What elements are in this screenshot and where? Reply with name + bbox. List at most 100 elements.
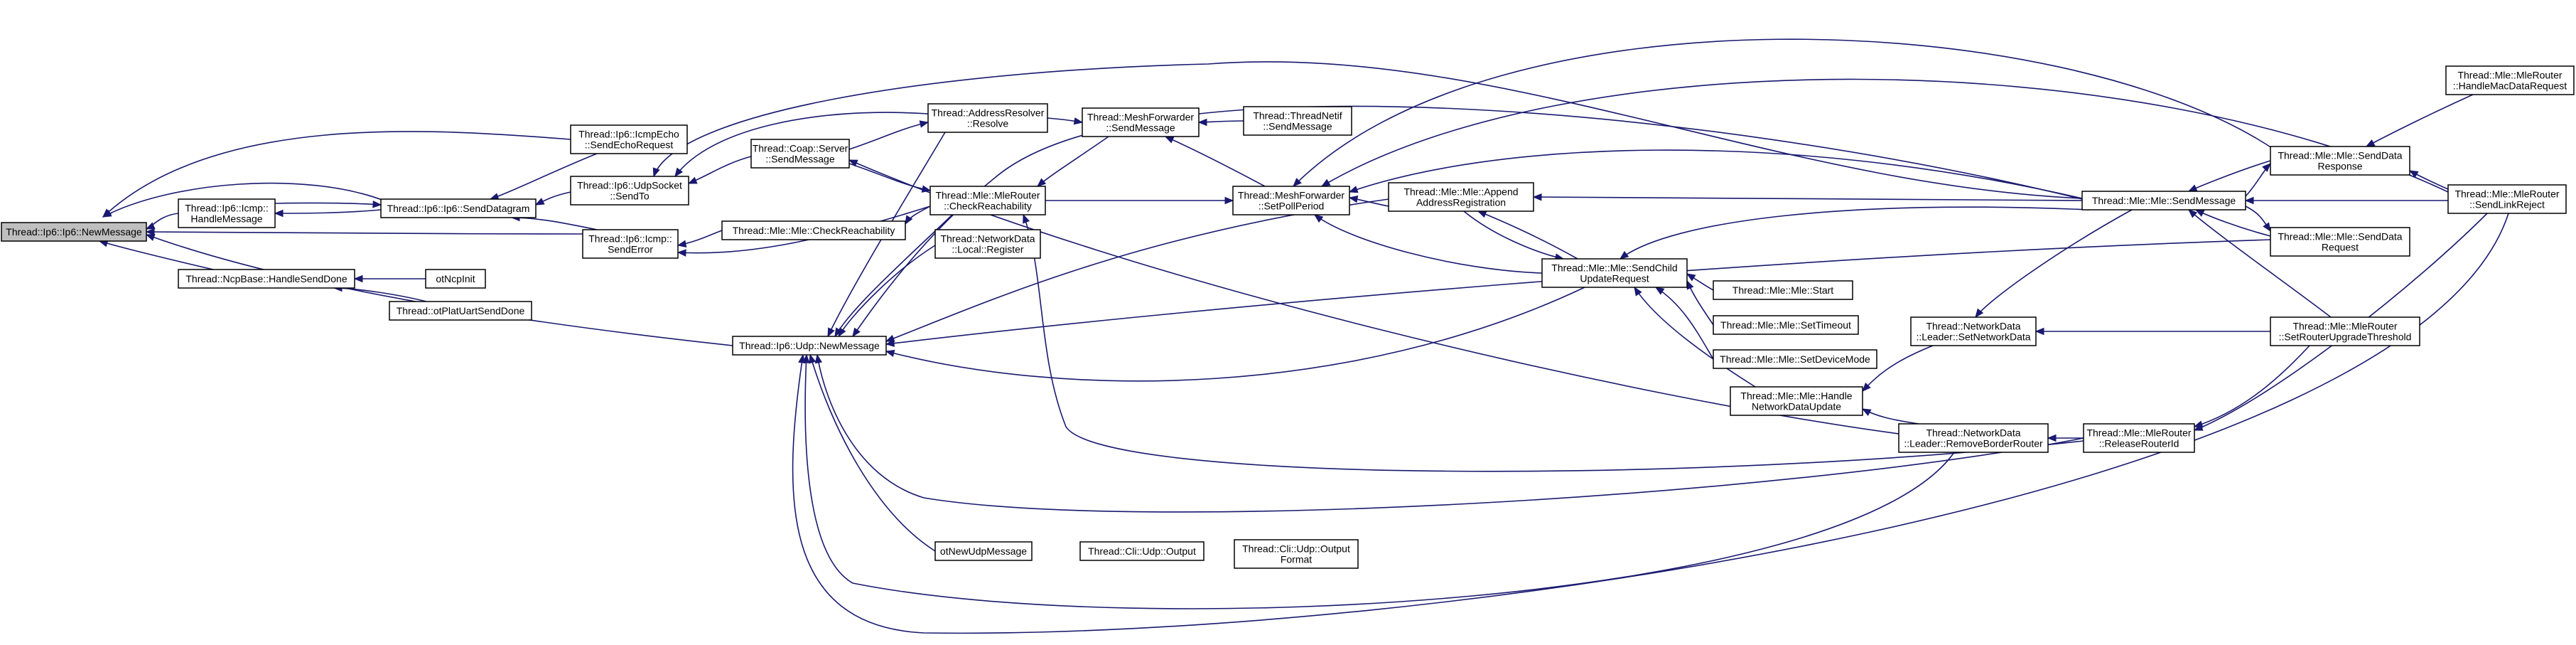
edge-newmessage-udp_newmessage [146, 234, 733, 346]
node-mle-handlenetdata[interactable]: Thread::Mle::Mle::HandleNetworkDataUpdat… [1730, 386, 1863, 416]
node-label-line: AddressRegistration [1416, 197, 1506, 208]
node-ncp-handlesenddone[interactable]: Thread::NcpBase::HandleSendDone [178, 269, 355, 289]
edge-udp_newmessage-otnewudpmessage [809, 354, 936, 552]
node-icmp-senderror[interactable]: Thread::Ip6::Icmp::SendError [582, 229, 679, 259]
edge-mle_senddataresponse-mleroute_handlemacdata [2366, 94, 2474, 147]
edge-arrowhead [677, 240, 687, 247]
node-box [1713, 349, 1877, 369]
edge-arrowhead [1477, 210, 1487, 218]
node-label-line: Thread::Cli::Udp::Output [1088, 545, 1196, 557]
node-newmessage[interactable]: Thread::Ip6::Ip6::NewMessage [1, 222, 147, 242]
edge-arrowhead [652, 167, 660, 178]
node-meshfwd-setpollperiod[interactable]: Thread::MeshForwarder::SetPollPeriod [1232, 186, 1350, 215]
node-mleroute-releaserouterid[interactable]: Thread::Mle::MleRouter::ReleaseRouterId [2083, 423, 2195, 453]
edge-udp_newmessage-mleroute_sendlinkreject [792, 213, 2509, 634]
edge-newmessage-senddatagram [102, 182, 384, 218]
edge-arrowhead [1654, 287, 1665, 295]
node-icmpecho[interactable]: Thread::Ip6::IcmpEcho::SendEchoRequest [570, 124, 688, 154]
edge-arrowhead [2047, 434, 2057, 442]
edge-arrowhead [674, 167, 684, 178]
edge-mle_sendchildupdate-mle_appendaddr [1463, 210, 1564, 260]
edge-udp_newmessage-netdata_local_register [838, 245, 936, 337]
edge-udp_newmessage-netdata_leader_removebr [804, 354, 1955, 609]
node-box [2270, 227, 2410, 257]
node-box [2270, 146, 2410, 176]
node-otncpinit[interactable]: otNcpInit [425, 269, 486, 289]
node-mleroute-sendlinkreject[interactable]: Thread::Mle::MleRouter::SendLinkReject [2447, 184, 2567, 214]
call-graph-nodes: Thread::Ip6::Ip6::NewMessageThread::Ip6:… [1, 65, 2575, 569]
edge-meshfwd_setpollperiod-mle_sendmessage [1349, 149, 2083, 199]
node-label-line: Request [2322, 242, 2359, 253]
node-cli-udp-output[interactable]: Thread::Cli::Udp::Output [1079, 541, 1205, 561]
edge-arrowhead [848, 159, 858, 167]
node-label-line: Thread::Cli::Udp::Output [1242, 543, 1350, 555]
node-box [2270, 316, 2420, 346]
edge-coap_sendmessage-mleroute_checkreach [848, 163, 931, 191]
node-coap-sendmessage[interactable]: Thread::Coap::Server::SendMessage [750, 139, 850, 169]
node-icmp-handle[interactable]: Thread::Ip6::Icmp::HandleMessage [178, 198, 276, 228]
node-box [1730, 386, 1863, 416]
node-label-line: Thread::Mle::MleRouter [2292, 321, 2397, 332]
edge-arrowhead [1862, 383, 1871, 392]
node-box [389, 301, 532, 321]
edge-arrowhead [2193, 420, 2204, 428]
edge-arrowhead [102, 208, 112, 218]
node-netdata-leader-removebr[interactable]: Thread::NetworkData::Leader::RemoveBorde… [1898, 423, 2049, 453]
node-meshfwd-sendmessage[interactable]: Thread::MeshForwarder::SendMessage [1082, 107, 1200, 137]
edge-icmp_senderror-mleroute_checkreach [677, 206, 931, 254]
node-box [1388, 182, 1534, 212]
edge-arrowhead [145, 233, 156, 241]
edge-mle_handlenetdata-netdata_leader_removebr [1862, 408, 1919, 425]
node-label-line: Thread::Mle::Mle::SendData [2278, 231, 2402, 242]
edge-udpsocket_sendto-addrresolver [674, 112, 929, 177]
node-mle-setdevicemode[interactable]: Thread::Mle::Mle::SetDeviceMode [1713, 349, 1877, 369]
node-otnewudpmessage[interactable]: otNewUdpMessage [934, 541, 1033, 561]
node-mle-start[interactable]: Thread::Mle::Mle::Start [1713, 280, 1853, 300]
node-netdata-local-register[interactable]: Thread::NetworkData::Local::Register [934, 229, 1041, 259]
node-box [570, 176, 689, 206]
edge-mle_appendaddr-mle_sendmessage [1533, 196, 2083, 201]
node-senddatagram[interactable]: Thread::Ip6::Ip6::SendDatagram [380, 198, 537, 218]
edge-meshfwd_setpollperiod-mle_senddataresponse [1293, 38, 2275, 187]
node-udp-newmessage[interactable]: Thread::Ip6::Udp::NewMessage [732, 336, 887, 356]
node-label-line: Thread::Mle::Mle::SendChild [1551, 262, 1677, 274]
edge-udp_newmessage-mleroute_releaserouterid [817, 354, 2084, 513]
edge-arrowhead [827, 327, 835, 338]
node-label-line: Thread::Mle::Mle::Handle [1740, 390, 1852, 402]
node-label-line: ::Local::Register [952, 244, 1023, 255]
node-mle-sendmessage[interactable]: Thread::Mle::Mle::SendMessage [2081, 191, 2246, 210]
edge-arrowhead [1320, 178, 1331, 187]
edge-arrowhead [687, 176, 698, 184]
edge-arrowhead [2188, 209, 2198, 218]
node-mle-settimeout[interactable]: Thread::Mle::Mle::SetTimeout [1713, 315, 1859, 335]
node-label-line: ::SendMessage [1263, 121, 1332, 132]
node-label-line: Thread::Coap::Server [753, 143, 848, 154]
node-udpsocket-sendto[interactable]: Thread::Ip6::UdpSocket::SendTo [570, 176, 689, 206]
node-box [1898, 423, 2049, 453]
edge-senddatagram-icmp_handle [274, 202, 382, 206]
node-box [1082, 107, 1200, 137]
node-label-line: Thread::MeshForwarder [1087, 112, 1195, 123]
edge-netdata_leader_setnetdata-mle_sendmessage [1975, 209, 2133, 318]
node-mleroute-checkreach[interactable]: Thread::Mle::MleRouter::CheckReachabilit… [929, 186, 1046, 215]
node-box [929, 186, 1046, 215]
node-label-line: Thread::Ip6::Ip6::SendDatagram [387, 203, 530, 214]
node-netdata-leader-setnetdata[interactable]: Thread::NetworkData::Leader::SetNetworkD… [1910, 316, 2037, 346]
edge-arrowhead [2244, 196, 2254, 205]
node-label-line: Thread::Mle::MleRouter [2454, 188, 2559, 200]
node-mleroute-handlemacdata[interactable]: Thread::Mle::MleRouter::HandleMacDataReq… [2445, 65, 2575, 95]
node-mleroute-setrouterupgrade[interactable]: Thread::Mle::MleRouter::SetRouterUpgrade… [2270, 316, 2420, 346]
node-box [2081, 191, 2246, 210]
node-label-line: Thread::Mle::Mle::SendMessage [2092, 195, 2236, 206]
node-mle-checkreach[interactable]: Thread::Mle::Mle::CheckReachability [721, 220, 906, 240]
node-otplatuartsenddone[interactable]: Thread::otPlatUartSendDone [389, 301, 532, 321]
node-addrresolver[interactable]: Thread::AddressResolver::Resolve [927, 103, 1048, 133]
node-mle-appendaddr[interactable]: Thread::Mle::Mle::AppendAddressRegistrat… [1388, 182, 1534, 212]
edge-arrowhead [372, 201, 382, 208]
node-threadnetif-sendmessage[interactable]: Thread::ThreadNetif::SendMessage [1243, 106, 1352, 136]
